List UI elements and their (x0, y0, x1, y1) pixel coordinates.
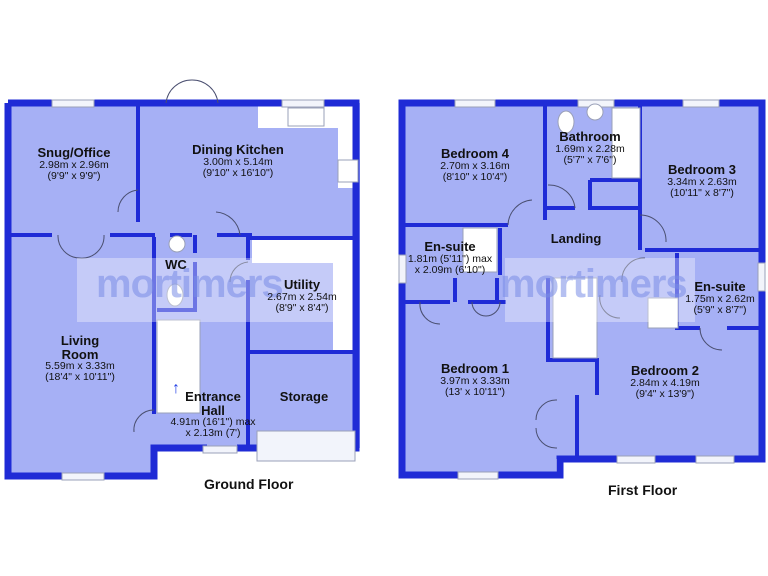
room-dims-imperial: (9'9" x 9'9") (47, 169, 101, 182)
room-name: Entrance Hall (185, 389, 241, 418)
room-bedroom-4: Bedroom 4 2.70m x 3.16m (8'10" x 10'4") (410, 147, 540, 183)
watermark-band-right (505, 258, 695, 322)
room-landing: Landing (540, 232, 612, 246)
room-name: WC (165, 257, 187, 272)
watermark-text-right: mortimers (500, 262, 688, 306)
room-dims-metric: 3.00m x 5.14m (203, 155, 273, 168)
room-dims-imperial: (5'9" x 8'7") (693, 303, 747, 316)
room-bedroom-1: Bedroom 1 3.97m x 3.33m (13' x 10'11") (420, 362, 530, 398)
room-dims-imperial: (8'10" x 10'4") (442, 170, 508, 183)
room-dims-metric: 3.34m x 2.63m (667, 175, 737, 188)
watermark-text-left: mortimers (96, 262, 284, 306)
room-name: Living Room (60, 333, 100, 362)
room-en-suite-2: En-suite 1.75m x 2.62m (5'9" x 8'7") (678, 280, 762, 316)
room-name: Bedroom 2 (631, 363, 699, 378)
room-wc: WC (158, 258, 194, 272)
room-dims-imperial: (18'4" x 10'11") (45, 371, 115, 384)
room-name: Landing (550, 231, 602, 246)
room-name: Utility (283, 277, 321, 292)
room-name: En-suite (424, 239, 476, 254)
room-entrance-hall: Entrance Hall 4.91m (16'1") max x 2.13m … (158, 390, 268, 439)
room-name: Bedroom 4 (441, 146, 509, 161)
room-name: Bedroom 3 (668, 162, 736, 177)
room-name: Snug/Office (37, 145, 111, 160)
room-utility: Utility 2.67m x 2.54m (8'9" x 8'4") (252, 278, 352, 314)
room-dims-metric: 2.98m x 2.96m (39, 158, 109, 171)
room-name: En-suite (694, 279, 746, 294)
room-dining-kitchen: Dining Kitchen 3.00m x 5.14m (9'10" x 16… (178, 143, 298, 179)
room-dims-metric: 2.84m x 4.19m (630, 376, 700, 389)
room-en-suite-1: En-suite 1.81m (5'11") max x 2.09m (6'10… (400, 240, 500, 276)
room-dims-imperial: (5'7" x 7'6") (563, 153, 617, 166)
room-name: Storage (279, 389, 329, 404)
room-name: Dining Kitchen (192, 142, 284, 157)
room-dims-metric: 1.69m x 2.28m (555, 142, 625, 155)
room-dims-metric: 5.59m x 3.33m (45, 360, 115, 373)
room-dims-imperial: (10'11" x 8'7") (670, 186, 734, 199)
ground-floor-title: Ground Floor (204, 476, 294, 492)
room-living-room: Living Room 5.59m x 3.33m (18'4" x 10'11… (18, 334, 142, 383)
room-dims-metric: 2.67m x 2.54m (267, 290, 337, 303)
watermark-band-left (77, 258, 337, 322)
room-dims-imperial: x 2.09m (6'10") (414, 263, 486, 276)
room-storage: Storage (255, 390, 353, 404)
first-floor-title: First Floor (608, 482, 678, 498)
room-dims-imperial: (8'9" x 8'4") (275, 301, 329, 314)
room-dims-imperial: (9'4" x 13'9") (635, 387, 695, 400)
room-dims-imperial: x 2.13m (7') (185, 427, 241, 440)
room-name: Bathroom (559, 129, 621, 144)
room-dims-metric: 2.70m x 3.16m (440, 159, 510, 172)
ground-floor-plan (4, 79, 360, 481)
stairs-up-arrow-icon: ↑ (172, 380, 180, 397)
room-bedroom-3: Bedroom 3 3.34m x 2.63m (10'11" x 8'7") (646, 163, 758, 199)
room-snug-office: Snug/Office 2.98m x 2.96m (9'9" x 9'9") (10, 146, 138, 182)
room-dims-imperial: (9'10" x 16'10") (202, 166, 274, 179)
first-floor-plan (398, 99, 766, 480)
room-dims-imperial: (13' x 10'11") (444, 385, 506, 398)
room-bathroom: Bathroom 1.69m x 2.28m (5'7" x 7'6") (548, 130, 632, 166)
room-bedroom-2: Bedroom 2 2.84m x 4.19m (9'4" x 13'9") (610, 364, 720, 400)
room-dims-metric: 1.75m x 2.62m (685, 292, 755, 305)
room-name: Bedroom 1 (441, 361, 509, 376)
room-dims-metric: 4.91m (16'1") max (170, 416, 256, 429)
room-dims-metric: 3.97m x 3.33m (440, 374, 510, 387)
room-dims-metric: 1.81m (5'11") max (407, 252, 493, 265)
